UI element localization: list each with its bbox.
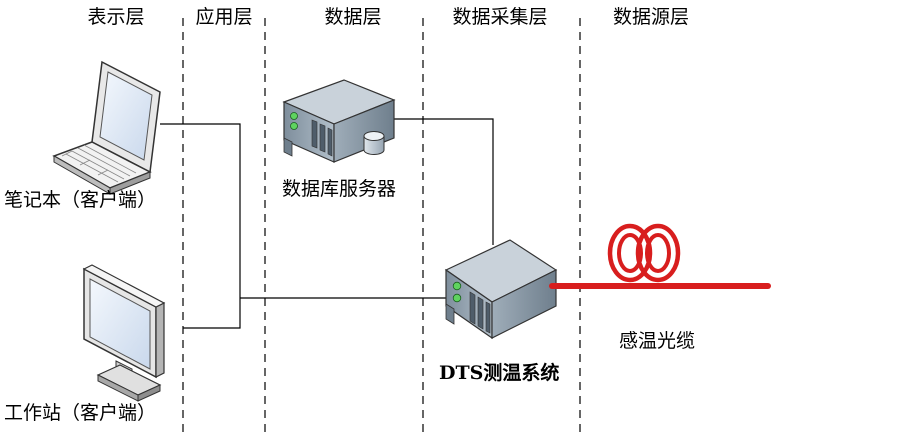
monitor-icon: [82, 264, 166, 402]
server-icon: [444, 239, 558, 340]
layer-title-source: 数据源层: [612, 6, 689, 28]
link-laptop-hub: [160, 123, 241, 329]
workstation-label: 工作站（客户端）: [4, 402, 157, 424]
server-database-icon: [282, 79, 396, 163]
fiber-label: 感温光缆: [619, 330, 696, 352]
layer-title-application: 应用层: [195, 6, 253, 28]
laptop-label: 笔记本（客户端）: [4, 189, 157, 211]
layer-title-acquisition: 数据采集层: [452, 6, 548, 28]
layer-separators: [182, 18, 581, 438]
layer-title-data: 数据层: [324, 6, 382, 28]
fiber-coil-icon: [549, 223, 771, 289]
connections: [160, 118, 494, 329]
dts-label: DTS测温系统: [439, 362, 560, 384]
laptop-icon: [52, 60, 161, 195]
db-server-label: 数据库服务器: [282, 178, 397, 200]
link-db-dts: [392, 118, 494, 245]
layer-title-presentation: 表示层: [87, 6, 145, 28]
